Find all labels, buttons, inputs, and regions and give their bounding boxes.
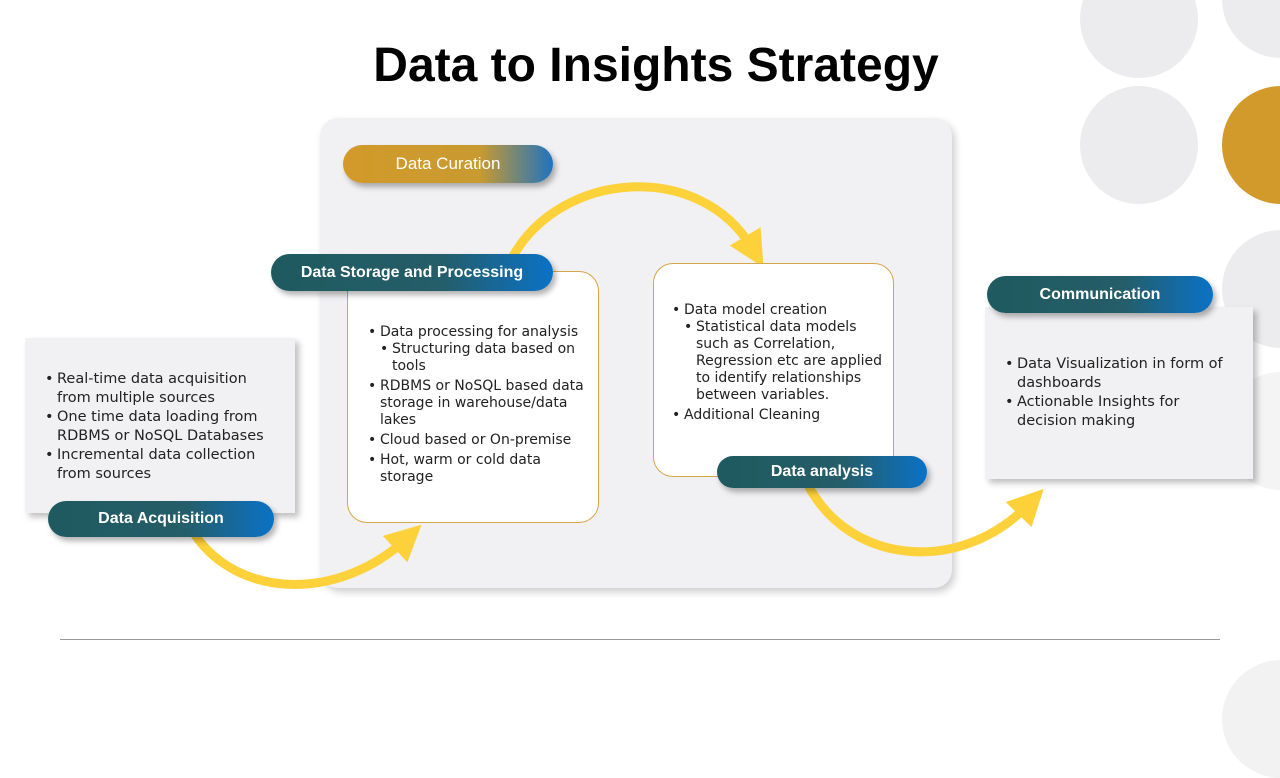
arrow-analysis-to-communication	[804, 482, 1044, 557]
divider	[60, 639, 1220, 640]
data-curation-pill: Data Curation	[343, 145, 553, 183]
data-storage-pill: Data Storage and Processing	[271, 254, 553, 291]
analysis-label: Data analysis	[770, 463, 874, 480]
page-title: Data to Insights Strategy	[373, 39, 939, 92]
list-item: Actionable Insights for decision making	[1005, 393, 1239, 431]
storage-label: Data Storage and Processing	[300, 263, 524, 281]
list-item: Data model creation	[672, 302, 883, 319]
analysis-box: Data model creation Statistical data mod…	[653, 263, 894, 477]
communication-pill: Communication	[987, 276, 1213, 313]
arrow-storage-to-analysis	[508, 182, 764, 268]
storage-box: Data processing for analysis Structuring…	[347, 271, 599, 523]
list-item: One time data loading from RDBMS or NoSQ…	[45, 408, 281, 446]
data-analysis-pill: Data analysis	[717, 456, 927, 488]
list-item: Statistical data models such as Correlat…	[684, 319, 883, 404]
curation-label: Data Curation	[395, 154, 501, 173]
list-item: Incremental data collection from sources	[45, 446, 281, 484]
list-item: Additional Cleaning	[672, 407, 883, 424]
list-item: Hot, warm or cold data storage	[368, 452, 584, 486]
list-item: Data processing for analysis	[368, 324, 584, 341]
communication-box: Data Visualization in form of dashboards…	[985, 307, 1253, 479]
decor-circle	[1080, 86, 1198, 204]
data-acquisition-pill: Data Acquisition	[48, 501, 274, 537]
communication-label: Communication	[1039, 285, 1161, 303]
flow-arrows	[191, 182, 1044, 589]
arrow-acquisition-to-storage	[191, 524, 422, 589]
acquisition-box: Real-time data acquisition from multiple…	[25, 338, 295, 513]
list-item: RDBMS or NoSQL based data storage in war…	[368, 378, 584, 429]
acquisition-label: Data Acquisition	[98, 510, 224, 527]
list-item: Cloud based or On-premise	[368, 432, 584, 449]
list-item: Data Visualization in form of dashboards	[1005, 355, 1239, 393]
list-item: Structuring data based on tools	[380, 341, 584, 375]
list-item: Real-time data acquisition from multiple…	[45, 370, 281, 408]
